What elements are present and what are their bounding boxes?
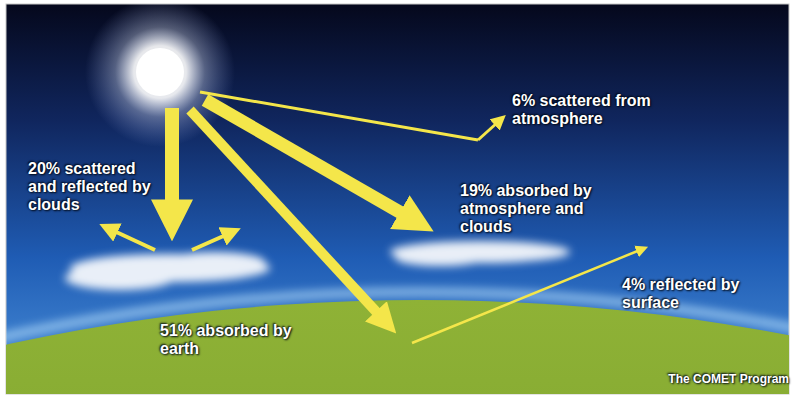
percent-label: 6% scattered from atmosphere [512, 92, 692, 128]
percent-label: 19% absorbed by atmosphere and clouds [460, 182, 625, 236]
watermark: The COMET Program [668, 372, 789, 386]
percent-label: 51% absorbed by earth [160, 322, 300, 358]
earth [6, 300, 789, 394]
sun [85, 4, 235, 147]
percent-label: 20% scattered and reflected by clouds [28, 160, 156, 214]
percent-label: 4% reflected by surface [622, 276, 752, 312]
radiation-arrows [112, 92, 640, 343]
cloud [390, 241, 570, 266]
cloud [65, 252, 270, 290]
